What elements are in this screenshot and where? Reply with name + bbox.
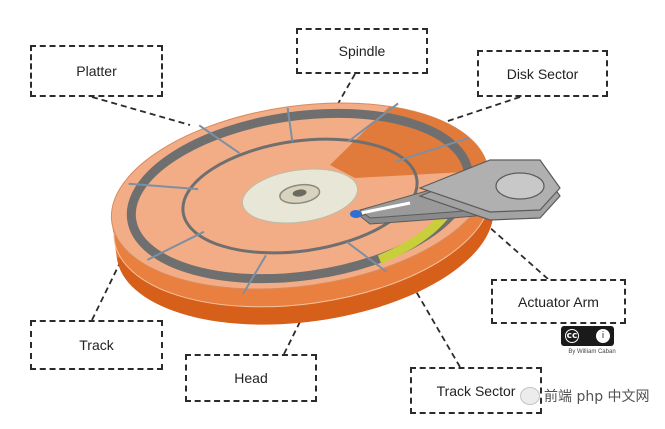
head-label-text: Head: [234, 370, 268, 386]
read-write-head: [350, 210, 362, 218]
track-sector-arc: [377, 213, 448, 264]
inner-track-ring: [181, 137, 419, 255]
disk-sector-label-text: Disk Sector: [506, 65, 579, 82]
attribution-icon: i: [596, 329, 610, 343]
actuator-arm-label: Actuator Arm: [491, 279, 626, 324]
platter-label: Platter: [30, 45, 163, 97]
leader-actuator: [469, 209, 549, 280]
platter-label-text: Platter: [76, 63, 117, 79]
track-sector-label: Track Sector: [410, 367, 542, 414]
track-label: Track: [30, 320, 163, 370]
actuator-arm: [350, 159, 561, 225]
watermark: 前端 php 中文网: [520, 386, 650, 406]
author-credit: By William Caban: [568, 349, 616, 355]
wechat-logo-icon: [520, 387, 540, 405]
spindle-label-text: Spindle: [338, 43, 386, 59]
spindle-label: Spindle: [296, 28, 428, 74]
leader-platter: [91, 96, 191, 126]
disk-sector-label: Disk Sector: [477, 50, 608, 97]
leader-head: [283, 216, 353, 355]
actuator-arm-label-text: Actuator Arm: [518, 293, 599, 310]
track-label-text: Track: [79, 337, 114, 353]
watermark-text: 前端 php 中文网: [544, 389, 650, 405]
cc-icon: cc: [565, 329, 579, 343]
head-label: Head: [185, 354, 317, 402]
read-write-head-rod: [355, 201, 411, 216]
track-sector-label-text: Track Sector: [436, 382, 516, 399]
cc-license-badge: cc i: [561, 326, 614, 346]
spindle: [241, 168, 359, 224]
